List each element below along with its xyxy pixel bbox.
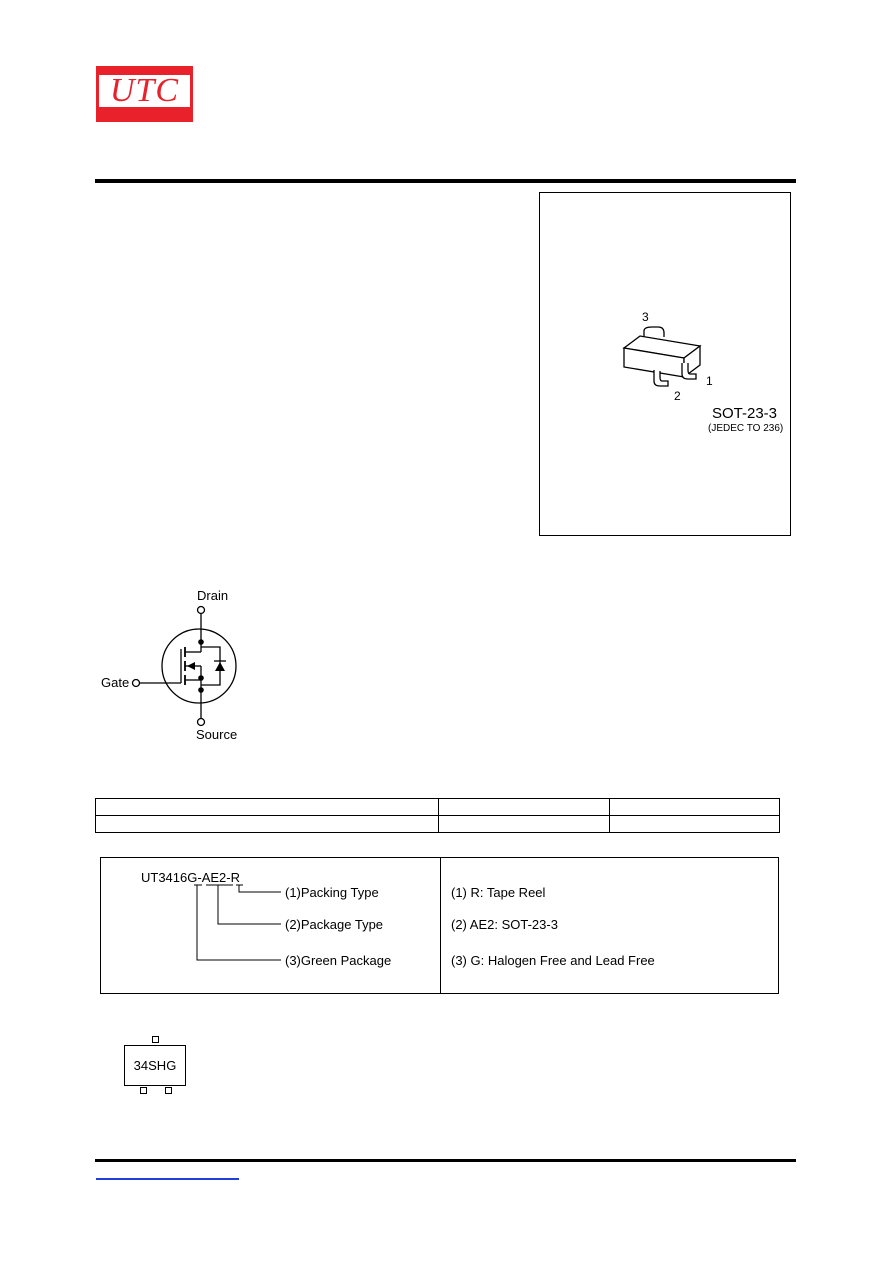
- chip-pin-3: [152, 1036, 159, 1043]
- table-cell: [609, 798, 780, 816]
- part-number-callouts: [194, 884, 281, 961]
- pin-1-label: 1: [706, 374, 713, 388]
- green-package-label: (3)Green Package: [285, 953, 392, 968]
- pin-3-label: 3: [642, 310, 649, 324]
- marking-chip: 34SHG: [124, 1045, 186, 1086]
- chip-pin-1: [140, 1087, 147, 1094]
- packing-type-desc: (1) R: Tape Reel: [451, 885, 545, 900]
- table-cell: [94, 798, 440, 816]
- mosfet-symbol: [131, 605, 237, 727]
- table-cell: [94, 815, 440, 833]
- green-package-desc: (3) G: Halogen Free and Lead Free: [451, 953, 655, 968]
- utc-logo: UTC: [96, 66, 193, 122]
- logo-text: UTC: [109, 72, 180, 109]
- source-label: Source: [196, 727, 238, 742]
- package-box: 3 1 2 SOT-23-3 (JEDEC TO 236): [539, 192, 791, 536]
- chip-pin-2: [165, 1087, 172, 1094]
- footer-rule: [95, 1159, 796, 1162]
- pin-2-label: 2: [674, 389, 681, 403]
- packing-type-key: (1) R: [451, 885, 480, 900]
- logo-inner: UTC: [99, 72, 190, 109]
- ordering-table: [94, 798, 780, 833]
- marking-explanation-box: UT3416G-AE2-R (1)Packing Type (2)Package…: [100, 857, 779, 994]
- table-row: [94, 815, 780, 833]
- table-cell: [438, 798, 611, 816]
- table-cell: [609, 815, 780, 833]
- footer-link-underline[interactable]: [96, 1178, 239, 1180]
- part-number: UT3416G-AE2-R: [141, 870, 240, 885]
- packing-type-label: (1)Packing Type: [285, 885, 379, 900]
- marking-code: 34SHG: [133, 1058, 177, 1073]
- header-rule: [95, 179, 796, 183]
- package-name: SOT-23-3: [712, 405, 778, 422]
- packing-type-value: : Tape Reel: [479, 885, 546, 900]
- gate-label: Gate: [101, 675, 130, 690]
- drain-label: Drain: [197, 588, 229, 603]
- column-divider: [440, 858, 441, 993]
- table-row: [94, 798, 780, 816]
- package-type-label: (2)Package Type: [285, 917, 384, 932]
- sot23-package-drawing: [622, 326, 702, 387]
- package-type-desc: (2) AE2: SOT-23-3: [451, 917, 558, 932]
- package-note: (JEDEC TO 236): [708, 423, 784, 434]
- table-cell: [438, 815, 611, 833]
